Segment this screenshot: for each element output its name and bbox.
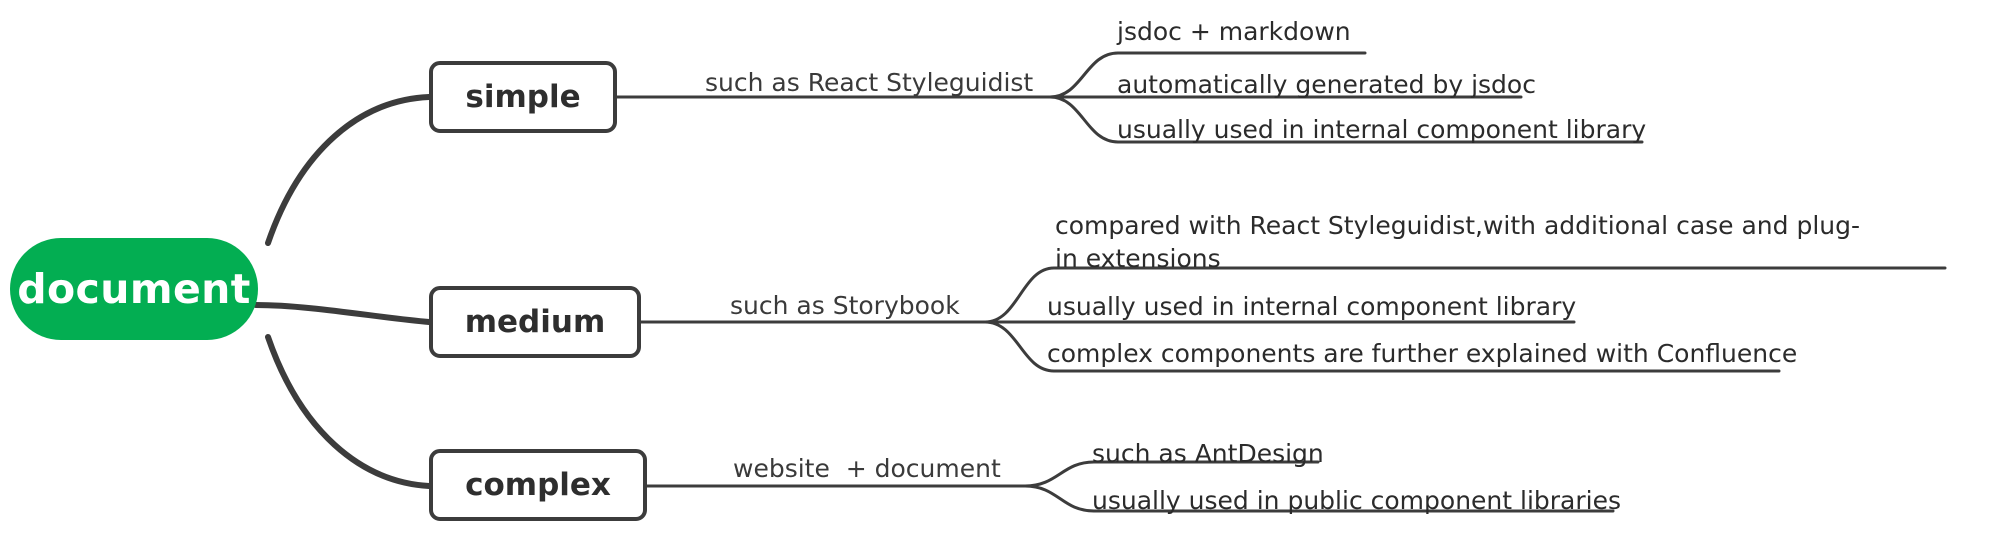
branch-node-medium[interactable]: medium bbox=[429, 286, 641, 358]
leaf-complex-2: usually used in public component librari… bbox=[1092, 486, 1622, 515]
leaf-medium-2: usually used in internal component libra… bbox=[1047, 292, 1577, 321]
branch-node-simple-label: simple bbox=[465, 79, 581, 115]
branch-node-complex[interactable]: complex bbox=[429, 449, 647, 521]
leaf-medium-3: complex components are further explained… bbox=[1047, 339, 1798, 368]
trunk-root-to-simple bbox=[265, 94, 432, 246]
leaf-simple-2: automatically generated by jsdoc bbox=[1117, 70, 1536, 99]
edge-label-simple: such as React Styleguidist bbox=[705, 68, 1034, 97]
trunk-root-to-medium bbox=[253, 302, 432, 325]
edge-label-medium: such as Storybook bbox=[730, 291, 960, 320]
root-node[interactable]: document bbox=[10, 238, 258, 340]
leaf-simple-3: usually used in internal component libra… bbox=[1117, 115, 1647, 144]
edge-label-complex: website + document bbox=[733, 454, 1001, 483]
root-node-label: document bbox=[17, 265, 251, 313]
leaf-simple-1: jsdoc + markdown bbox=[1117, 17, 1351, 46]
leaf-medium-1: compared with React Styleguidist,with ad… bbox=[1055, 211, 1861, 273]
trunk-root-to-complex bbox=[265, 334, 432, 489]
branch-node-simple[interactable]: simple bbox=[429, 61, 617, 133]
leaf-complex-1: such as AntDesign bbox=[1092, 439, 1324, 468]
branch-node-medium-label: medium bbox=[464, 304, 606, 340]
branch-node-complex-label: complex bbox=[465, 467, 611, 503]
